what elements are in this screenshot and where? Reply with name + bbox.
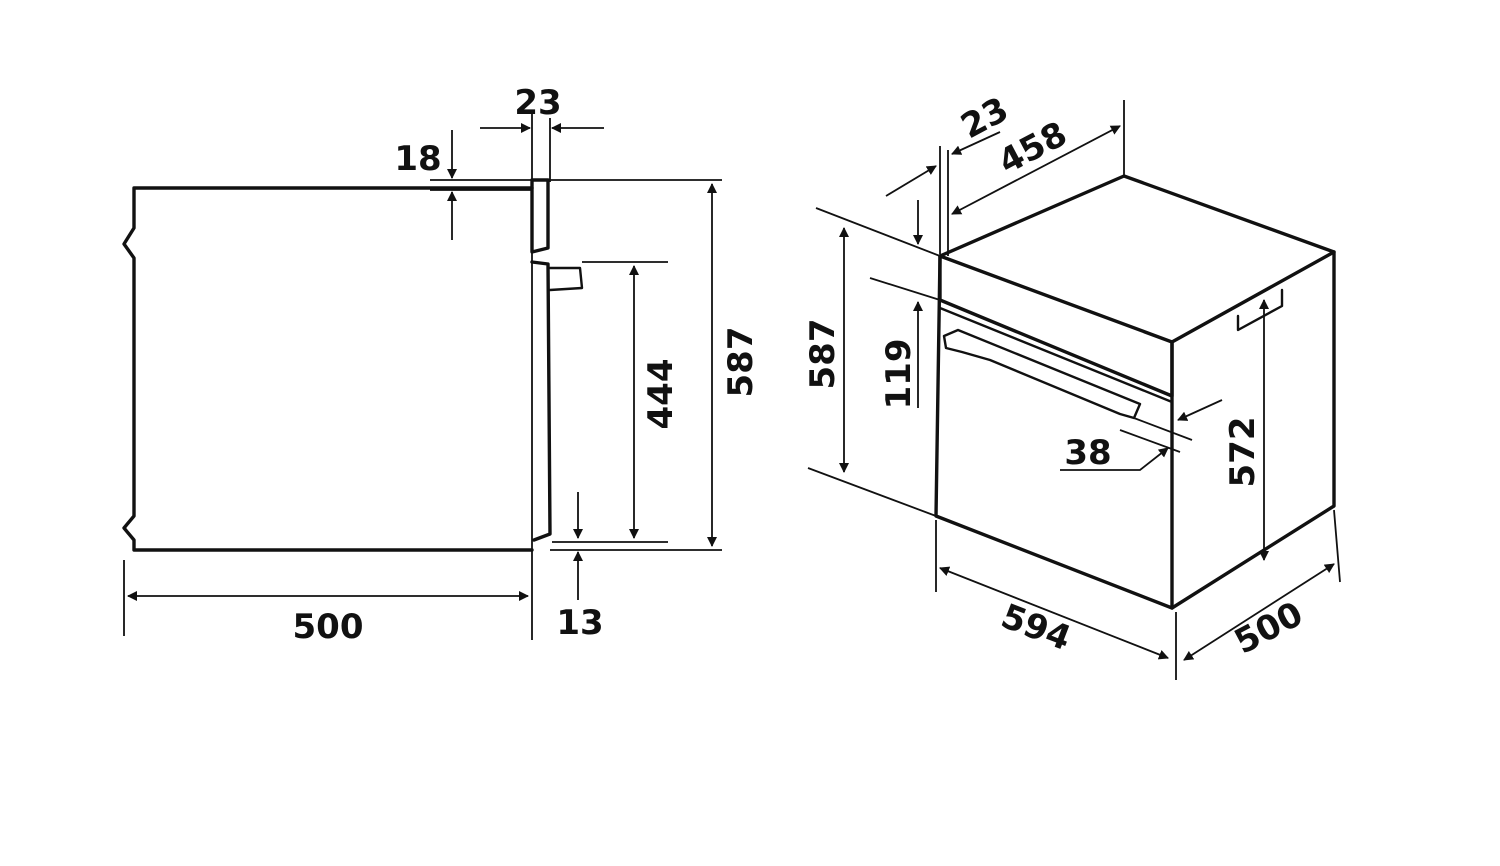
iso-door-line	[938, 306, 1174, 404]
side-view: 23 18 587 444 13 500	[122, 83, 761, 647]
iso-handle	[942, 328, 1142, 420]
side-dim-500: 500	[293, 607, 364, 647]
iso-dim-119: 119	[879, 339, 919, 410]
side-dim-18: 18	[394, 139, 441, 179]
iso-dim-572: 572	[1223, 417, 1263, 488]
iso-top-face	[938, 174, 1336, 344]
side-dim-13: 13	[556, 603, 603, 643]
side-body-outline	[122, 186, 534, 552]
iso-control-panel	[938, 254, 1174, 398]
side-front-panel	[530, 178, 550, 254]
iso-dim-23: 23	[955, 90, 1016, 148]
iso-dim-500: 500	[1228, 594, 1309, 663]
side-handle	[548, 266, 584, 292]
iso-dim-587: 587	[803, 319, 843, 390]
side-dim-444: 444	[641, 359, 681, 430]
side-dim-23: 23	[514, 83, 561, 123]
side-dim-587: 587	[721, 327, 761, 398]
iso-dim-38: 38	[1064, 433, 1111, 473]
iso-front-face	[934, 254, 1174, 610]
iso-dim-594: 594	[996, 596, 1077, 659]
iso-view: 23 458 587 119 38 572 594 500	[803, 90, 1341, 680]
side-door	[530, 260, 552, 542]
iso-bracket	[1236, 288, 1284, 332]
